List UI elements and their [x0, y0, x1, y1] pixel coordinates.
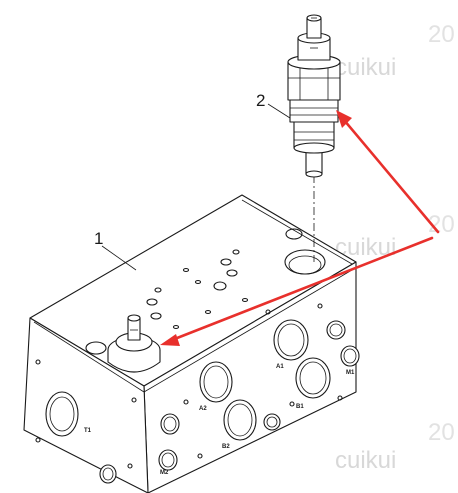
callout-leader-2	[267, 103, 291, 119]
left-face-ports: T1	[35, 359, 137, 484]
screw-hole	[317, 303, 323, 309]
front-face-ports: A1 B1 A2 B2 M1 M2	[158, 303, 360, 476]
arrow-head-block	[160, 334, 180, 346]
watermarks: cuikui 20 cuikui 20 cuikui 20	[335, 21, 455, 474]
top-hole	[146, 298, 158, 306]
port-a2	[199, 361, 233, 403]
port-label-m1: M1	[346, 370, 355, 376]
screw-hole	[35, 437, 41, 443]
block-edge-chamfer-front	[143, 269, 353, 393]
valve-seal-band	[289, 99, 339, 123]
left-gauge-port	[99, 464, 117, 484]
screw-hole	[183, 399, 189, 405]
port-t1	[45, 391, 79, 437]
arrow-to-block	[170, 236, 434, 342]
callouts: 1 2	[94, 91, 291, 271]
port-a1	[273, 319, 309, 361]
top-hole	[232, 249, 240, 255]
port-b2	[223, 399, 257, 441]
arrow-to-valve	[342, 118, 440, 234]
block-edge-chamfer-left	[33, 321, 145, 393]
top-hole	[150, 312, 162, 320]
port-label-b1: B1	[296, 404, 304, 410]
screw-hole	[337, 395, 343, 401]
screw-hole	[197, 453, 203, 459]
red-arrows	[160, 110, 440, 346]
top-hole	[285, 228, 303, 240]
screw-hole	[35, 359, 41, 365]
port-label-a1: A1	[276, 364, 284, 370]
top-hole	[226, 269, 238, 277]
arrow-head-valve	[336, 110, 352, 128]
top-hole	[220, 258, 232, 266]
top-hole	[154, 287, 162, 293]
port-b1	[295, 357, 331, 399]
screw-hole	[131, 397, 137, 403]
top-hole	[182, 267, 190, 273]
screw-hole	[289, 401, 295, 407]
port-label-a2: A2	[199, 406, 207, 412]
top-hole	[204, 309, 212, 315]
port-label-m2: M2	[160, 470, 169, 476]
watermark-text-top: cuikui	[335, 54, 396, 81]
top-face-holes	[85, 228, 326, 355]
watermark-year-top: 20	[428, 21, 455, 48]
top-hole	[172, 324, 180, 330]
watermark-year-bottom: 20	[428, 419, 455, 446]
screw-hole	[127, 463, 133, 469]
valve-stem-top	[127, 314, 141, 322]
port-label-b2: B2	[222, 444, 230, 450]
large-cavity-inner	[288, 255, 322, 275]
manifold-block: A1 B1 A2 B2 M1 M2 T1	[23, 194, 360, 493]
gauge-port-lower	[263, 413, 281, 431]
top-hole	[194, 279, 202, 285]
exploded-cartridge-valve	[287, 14, 341, 262]
top-hole	[85, 341, 107, 355]
valve-nut-body	[107, 350, 161, 373]
callout-label-2: 2	[256, 91, 265, 110]
port-label-t1: T1	[84, 428, 92, 434]
callout-label-1: 1	[94, 229, 103, 248]
installed-cartridge-valve	[107, 314, 161, 373]
top-hole	[241, 297, 249, 303]
block-edge-chamfer-back	[241, 199, 353, 265]
callout-leader-1	[101, 245, 137, 271]
watermark-text-bottom: cuikui	[335, 447, 396, 474]
screw-hole	[265, 309, 271, 315]
block-left-face	[23, 317, 149, 493]
top-hole	[213, 281, 227, 291]
